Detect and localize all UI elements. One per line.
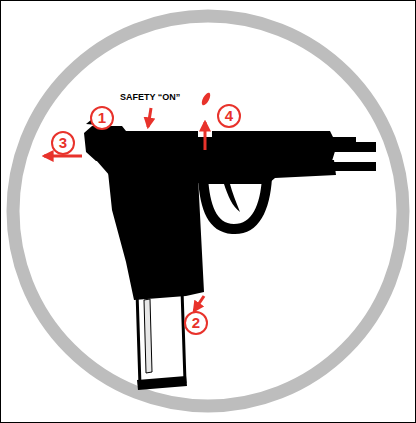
ring: [13, 16, 403, 406]
ejected-cartridge: [200, 91, 212, 106]
safety-note: SAFETY “ON”: [120, 92, 180, 102]
callout-number: 3: [51, 131, 75, 155]
magazine: [137, 290, 187, 390]
action-arrows: [44, 108, 205, 311]
callout-number: 2: [184, 311, 208, 335]
pistol: [84, 116, 376, 300]
callout-number: 4: [217, 104, 241, 128]
callout-number: 1: [90, 106, 114, 130]
